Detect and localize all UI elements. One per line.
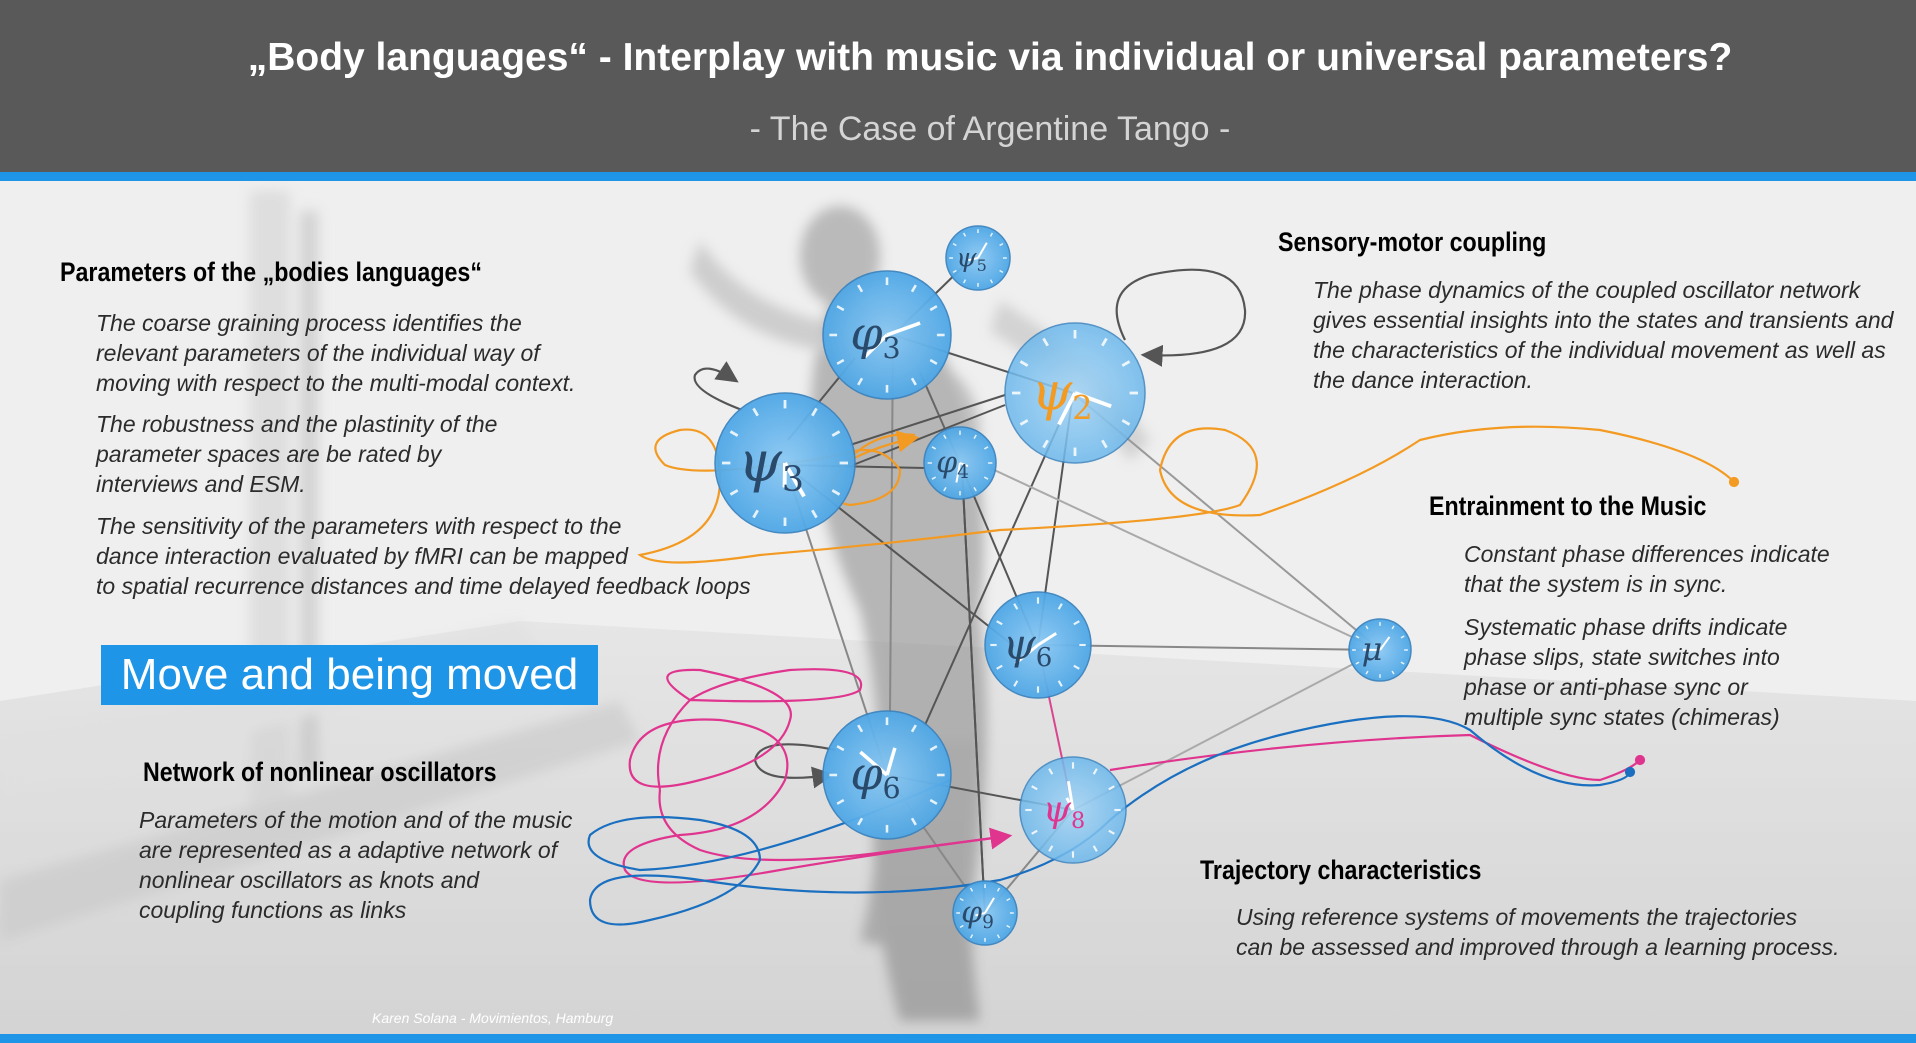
text-line: the dance interaction.: [1313, 367, 1533, 393]
text-line: Systematic phase drifts indicate: [1464, 614, 1788, 640]
node-label-psi3: ψ3: [738, 430, 804, 500]
pink-trajectory: [622, 668, 1646, 884]
text-line: nonlinear oscillators as knots and: [139, 867, 480, 893]
blue-trajectory: [587, 715, 1636, 926]
node-label-mu: μ: [1362, 630, 1383, 668]
heading-sensory: Sensory-motor coupling: [1278, 227, 1547, 257]
photo-credit: Karen Solana - Movimientos, Hamburg: [372, 1010, 614, 1026]
highlight-banner: Move and being moved: [101, 645, 598, 705]
node-mu: μ: [1348, 618, 1412, 682]
node-phi9: φ9: [952, 880, 1018, 946]
text-line: The phase dynamics of the coupled oscill…: [1313, 277, 1861, 303]
node-psi6: ψ6: [984, 591, 1092, 699]
heading-network: Network of nonlinear oscillators: [143, 757, 497, 787]
text-line: gives essential insights into the states…: [1313, 307, 1894, 333]
trajectory-paragraph: Using reference systems of movements the…: [1236, 902, 1839, 962]
highlight-text: Move and being moved: [120, 650, 579, 699]
text-line: dance interaction evaluated by fMRI can …: [96, 543, 628, 569]
node-psi5: ψ5: [945, 225, 1011, 291]
top-accent-line: [0, 172, 1916, 181]
text-line: The robustness and the plastinity of the: [96, 411, 498, 437]
dancer-photo-background: [0, 181, 1916, 1034]
parameters-paragraph-2: The robustness and the plastinity of the…: [96, 409, 497, 499]
text-line: that the system is in sync.: [1464, 571, 1728, 597]
heading-trajectory: Trajectory characteristics: [1200, 855, 1482, 885]
node-label-phi9: φ9: [961, 896, 994, 933]
entrainment-paragraph-2: Systematic phase drifts indicate phase s…: [1464, 612, 1787, 732]
header-banner: „Body languages“ - Interplay with music …: [0, 0, 1916, 172]
text-line: Parameters of the motion and of the musi…: [139, 807, 573, 833]
text-line: moving with respect to the multi-modal c…: [96, 370, 576, 396]
bottom-accent-line: [0, 1034, 1916, 1043]
node-psi8: ψ8: [1019, 756, 1127, 864]
text-line: coupling functions as links: [139, 897, 407, 923]
node-phi6: φ6: [822, 710, 952, 840]
text-line: Constant phase differences indicate: [1464, 541, 1830, 567]
text-line: The sensitivity of the parameters with r…: [96, 513, 622, 539]
parameters-paragraph-3: The sensitivity of the parameters with r…: [96, 511, 751, 601]
entrainment-paragraph-1: Constant phase differences indicate that…: [1464, 539, 1830, 599]
text-line: multiple sync states (chimeras): [1464, 704, 1780, 730]
parameters-paragraph-1: The coarse graining process identifies t…: [96, 308, 575, 398]
text-line: the characteristics of the individual mo…: [1313, 337, 1886, 363]
network-paragraph: Parameters of the motion and of the musi…: [139, 805, 572, 925]
page-title: „Body languages“ - Interplay with music …: [247, 36, 1733, 79]
text-line: The coarse graining process identifies t…: [96, 310, 522, 336]
sensory-paragraph: The phase dynamics of the coupled oscill…: [1313, 275, 1893, 395]
orange-trajectory: [637, 425, 1740, 564]
node-phi4: φ4: [923, 426, 997, 500]
text-line: are represented as a adaptive network of: [139, 837, 558, 863]
node-psi3: ψ3: [714, 392, 856, 534]
text-line: Using reference systems of movements the…: [1236, 904, 1798, 930]
node-psi2: ψ2: [1004, 322, 1146, 464]
heading-entrainment: Entrainment to the Music: [1429, 491, 1707, 521]
page-subtitle: - The Case of Argentine Tango -: [749, 110, 1231, 148]
text-line: can be assessed and improved through a l…: [1236, 934, 1840, 960]
heading-parameters: Parameters of the „bodies languages“: [60, 257, 482, 287]
text-line: to spatial recurrence distances and time…: [96, 573, 751, 599]
text-line: interviews and ESM.: [96, 471, 306, 497]
text-line: relevant parameters of the individual wa…: [96, 340, 540, 366]
text-line: phase or anti-phase sync or: [1464, 674, 1748, 700]
text-line: parameter spaces are be rated by: [96, 441, 442, 467]
node-phi3: φ3: [822, 270, 952, 400]
text-line: phase slips, state switches into: [1464, 644, 1780, 670]
